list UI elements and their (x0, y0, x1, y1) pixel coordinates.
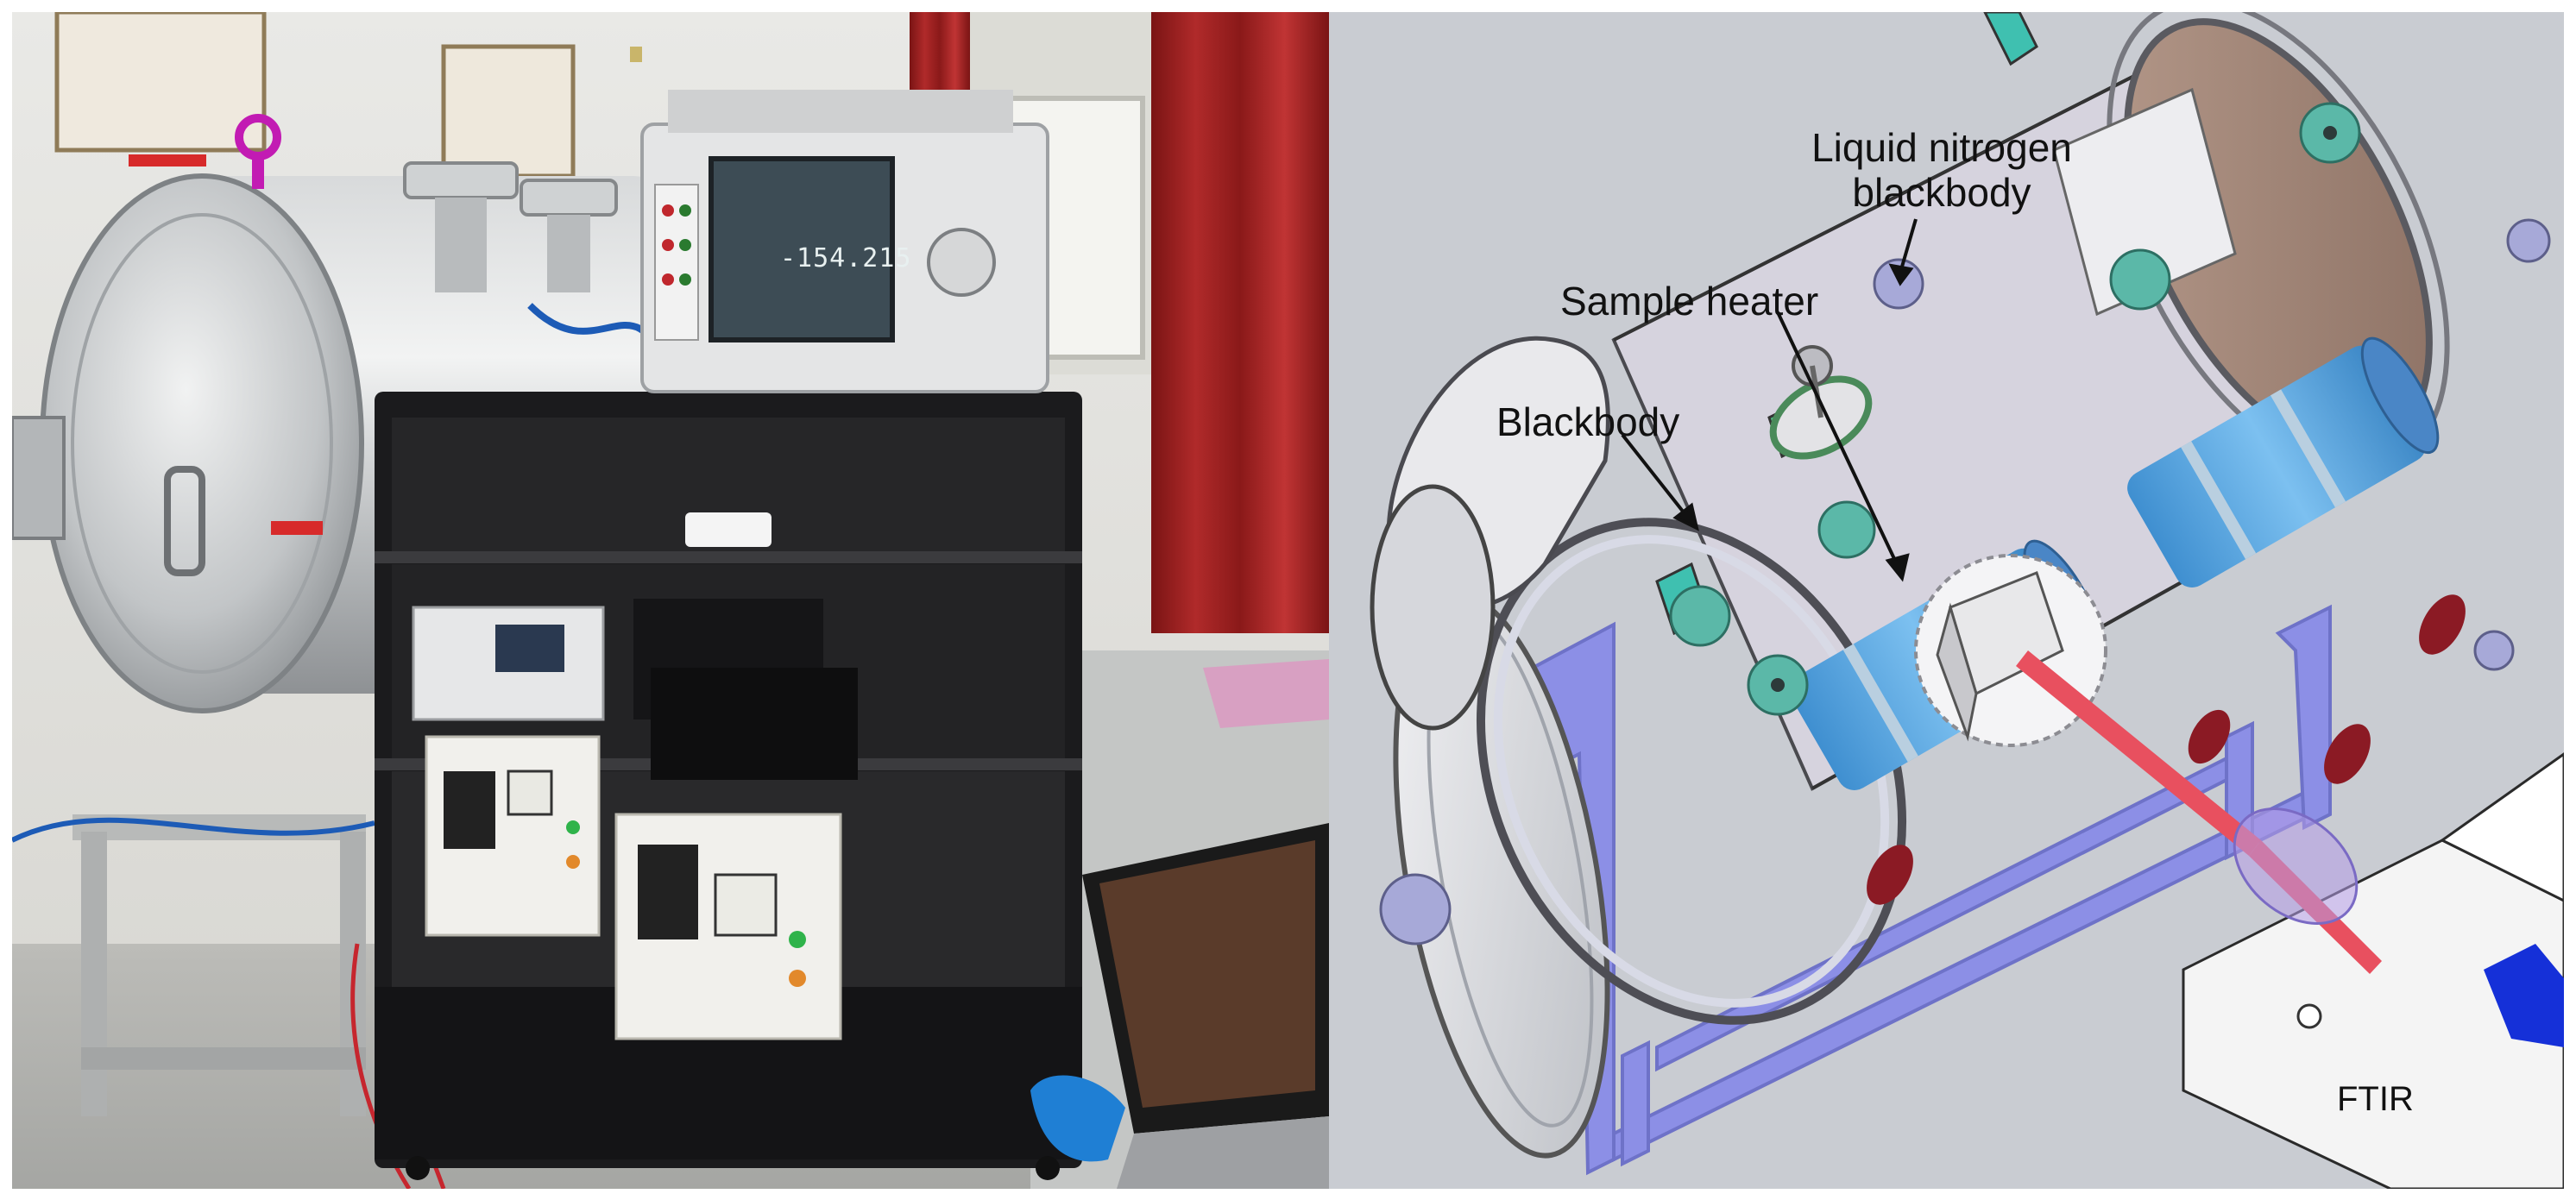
label-sample-heater: Sample heater (1560, 279, 1819, 324)
meter-readout: -154.215 (780, 243, 912, 273)
lab-photo: -154.215 (12, 12, 1329, 1189)
ftir-window (2484, 944, 2564, 1047)
lab-photo-illustration (12, 12, 1329, 1189)
label-blackbody: Blackbody (1496, 399, 1680, 444)
schematic-illustration (1370, 12, 2564, 1189)
label-ftir: FTIR (2337, 1080, 2414, 1118)
laser-beam (2016, 650, 2382, 974)
cad-schematic: Liquid nitrogen blackbody Sample heater … (1329, 12, 2564, 1189)
label-liquid-nitrogen-blackbody: Liquid nitrogen blackbody (1811, 125, 2072, 215)
